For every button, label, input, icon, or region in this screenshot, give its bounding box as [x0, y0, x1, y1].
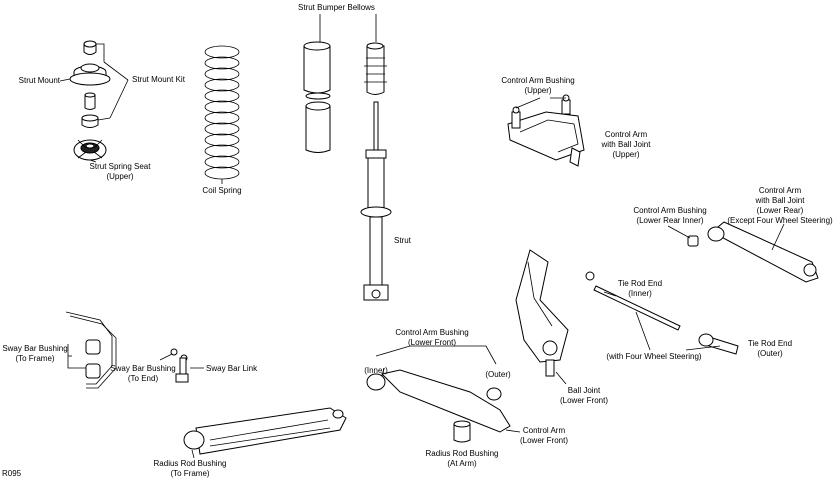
label-strut-spring-seat: Strut Spring Seat (Upper): [88, 162, 152, 182]
label-tie-rod-end-outer-line1: Tie Rod End: [747, 339, 793, 348]
label-control-arm-bushing-upper-line1: Control Arm Bushing: [501, 76, 575, 85]
label-ball-joint-lower-front-line2: (Lower Front): [559, 396, 608, 405]
label-control-arm-ball-joint-lower-rear: Control Arm with Ball Joint (Lower Rear)…: [726, 186, 834, 226]
upper-control-arm-drawing: [507, 94, 585, 167]
label-strut-mount: Strut Mount: [18, 76, 60, 85]
label-sway-bar-bushing-end-line1: Sway Bar Bushing: [110, 364, 176, 373]
label-radius-rod-bushing-arm: Radius Rod Bushing (At Arm): [424, 449, 500, 469]
label-control-arm-lower-front-line1: Control Arm: [522, 426, 566, 435]
label-strut-mount-kit: Strut Mount Kit: [132, 75, 185, 84]
strut-mount-kit-drawing: [59, 40, 129, 163]
strut-bumper-bellows-drawing: [303, 14, 387, 153]
label-strut: Strut: [394, 236, 411, 245]
label-control-arm-bushing-lower-front: Control Arm Bushing (Lower Front): [392, 328, 472, 348]
tie-rod-drawing: [585, 271, 739, 355]
label-control-arm-ball-joint-upper-line2: with Ball Joint: [601, 140, 651, 149]
label-control-arm-bushing-lower-rear-inner: Control Arm Bushing (Lower Rear Inner): [630, 206, 710, 226]
label-four-wheel-steering: (with Four Wheel Steering): [606, 352, 702, 361]
label-control-arm-ball-joint-upper-line3: (Upper): [612, 150, 640, 159]
diagram-code: R095: [2, 469, 22, 478]
label-control-arm-bushing-upper-line2: (Upper): [524, 86, 552, 95]
label-sway-bar-link: Sway Bar Link: [206, 364, 258, 373]
coil-spring-drawing: [204, 45, 240, 184]
label-tie-rod-end-inner-line1: Tie Rod End: [617, 279, 663, 288]
label-ball-joint-lower-front-line1: Ball Joint: [567, 386, 601, 395]
label-strut-spring-seat-line1: Strut Spring Seat: [89, 162, 151, 171]
label-radius-rod-bushing-frame-line2: (To Frame): [170, 469, 210, 478]
label-radius-rod-bushing-frame-line1: Radius Rod Bushing: [153, 459, 227, 468]
label-radius-rod-bushing-arm-line1: Radius Rod Bushing: [425, 449, 499, 458]
label-tie-rod-end-inner: Tie Rod End (Inner): [616, 279, 664, 299]
label-bushing-lower-front-line2: (Lower Front): [407, 338, 456, 347]
label-control-arm-lower-front: Control Arm (Lower Front): [518, 426, 570, 446]
strut-drawing: [360, 101, 392, 301]
label-control-arm-ball-joint-upper-line1: Control Arm: [604, 130, 648, 139]
label-bushing-lower-front-line1: Control Arm Bushing: [395, 328, 469, 337]
label-bushing-lower-rear-inner-line2: (Lower Rear Inner): [636, 216, 704, 225]
label-strut-bumper-bellows: Strut Bumper Bellows: [298, 3, 375, 12]
label-tie-rod-end-inner-line2: (Inner): [628, 289, 652, 298]
label-control-arm-bushing-upper: Control Arm Bushing (Upper): [498, 76, 578, 96]
label-strut-spring-seat-line2: (Upper): [106, 172, 134, 181]
label-sway-bar-bushing-frame-line2: (To Frame): [15, 354, 55, 363]
lower-rear-control-arm-drawing: [667, 221, 819, 283]
label-sway-bar-bushing-end-line2: (To End): [127, 374, 159, 383]
label-control-arm-lower-front-line2: (Lower Front): [519, 436, 568, 445]
label-outer: (Outer): [485, 370, 511, 379]
label-control-arm-lower-rear-line2: with Ball Joint: [755, 196, 805, 205]
radius-rod-drawing: [183, 407, 347, 459]
label-tie-rod-end-outer: Tie Rod End (Outer): [746, 339, 794, 359]
label-bushing-lower-rear-inner-line1: Control Arm Bushing: [633, 206, 707, 215]
label-tie-rod-end-outer-line2: (Outer): [757, 349, 783, 358]
label-control-arm-lower-rear-line4: (Except Four Wheel Steering): [727, 216, 833, 225]
label-ball-joint-lower-front: Ball Joint (Lower Front): [558, 386, 610, 406]
label-control-arm-ball-joint-upper: Control Arm with Ball Joint (Upper): [598, 130, 654, 160]
label-inner: (Inner): [364, 366, 388, 375]
label-control-arm-lower-rear-line3: (Lower Rear): [756, 206, 804, 215]
steering-knuckle-drawing: [515, 249, 569, 385]
label-sway-bar-bushing-frame-line1: Sway Bar Bushing: [2, 344, 68, 353]
label-sway-bar-bushing-frame: Sway Bar Bushing (To Frame): [2, 344, 68, 364]
label-coil-spring: Coil Spring: [202, 186, 242, 195]
lower-front-control-arm-drawing: [366, 345, 521, 443]
sway-bar-drawing: [65, 311, 204, 389]
label-sway-bar-bushing-end: Sway Bar Bushing (To End): [110, 364, 176, 384]
label-control-arm-lower-rear-line1: Control Arm: [758, 186, 802, 195]
label-radius-rod-bushing-arm-line2: (At Arm): [447, 459, 477, 468]
label-radius-rod-bushing-frame: Radius Rod Bushing (To Frame): [150, 459, 230, 479]
